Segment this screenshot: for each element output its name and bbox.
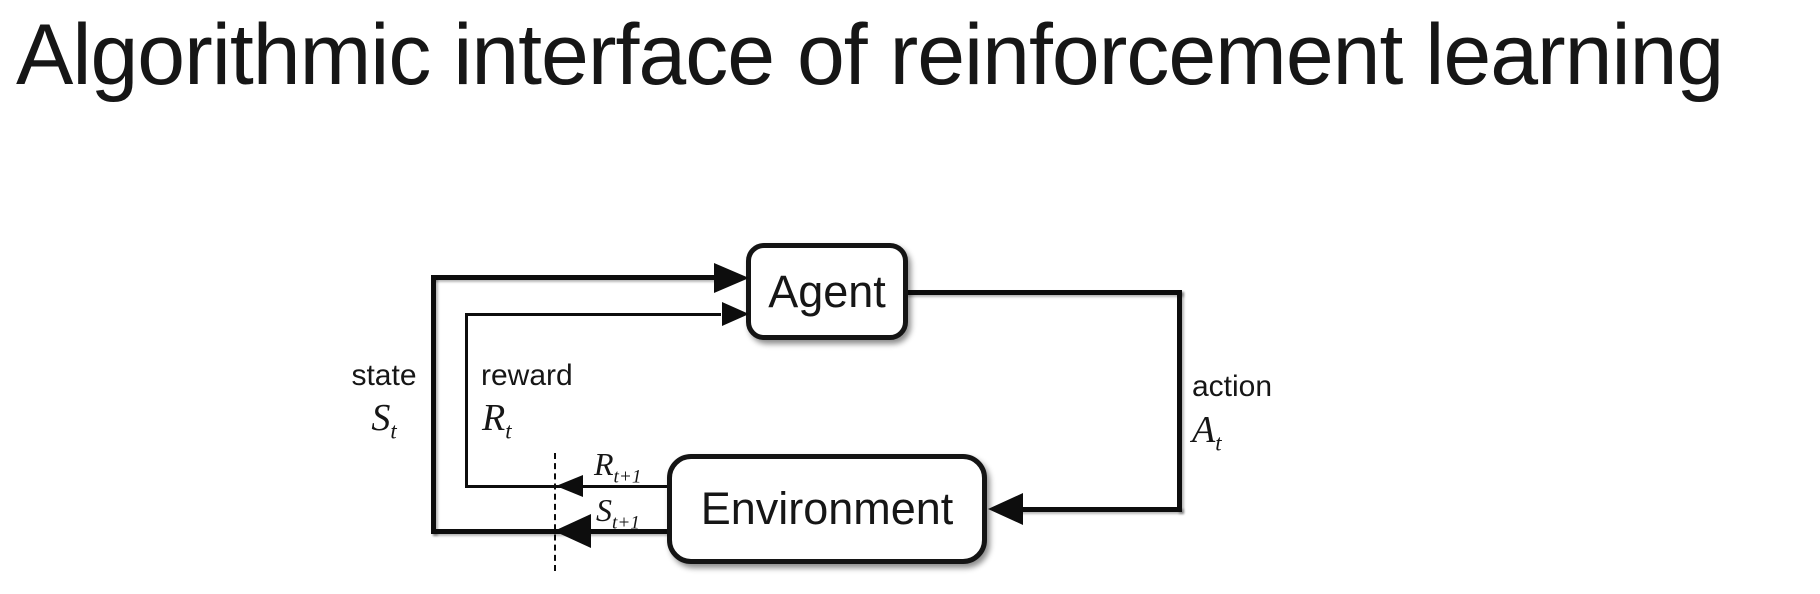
state-symbol-subscript: t: [390, 418, 397, 444]
action-label: action: [1192, 370, 1273, 403]
state-line-horizontal: [431, 275, 717, 280]
action-line-bottom: [1004, 507, 1182, 512]
action-symbol: At: [1192, 408, 1222, 454]
next-reward-symbol-letter: R: [594, 446, 614, 482]
environment-box-label: Environment: [700, 483, 954, 534]
timestep-boundary-dashed-line: [554, 453, 556, 571]
reward-symbol-subscript: t: [505, 418, 512, 444]
next-reward-symbol: Rt+1: [594, 446, 641, 486]
reward-label: reward: [481, 359, 573, 392]
action-line-top: [906, 290, 1182, 295]
action-symbol-subscript: t: [1215, 430, 1222, 456]
next-state-symbol-subscript: t+1: [612, 512, 640, 534]
page-title: Algorithmic interface of reinforcement l…: [16, 7, 1724, 103]
state-label: state: [351, 359, 417, 392]
state-symbol-letter: S: [371, 397, 391, 439]
next-reward-arrowhead-icon: [556, 475, 583, 497]
next-state-symbol-letter: S: [596, 492, 612, 528]
action-symbol-letter: A: [1192, 409, 1216, 451]
state-arrowhead-icon: [714, 263, 749, 293]
state-symbol: St: [324, 396, 444, 442]
next-state-line: [431, 529, 668, 534]
action-line-vertical: [1177, 290, 1182, 512]
reward-symbol-letter: R: [482, 397, 506, 439]
next-state-arrowhead-icon: [554, 514, 591, 548]
next-state-symbol: St+1: [596, 492, 640, 532]
agent-box: Agent: [746, 243, 908, 340]
agent-box-label: Agent: [768, 265, 886, 317]
reward-line-horizontal: [465, 313, 721, 316]
reward-line-vertical: [465, 313, 468, 488]
action-arrowhead-icon: [988, 493, 1023, 525]
next-reward-symbol-subscript: t+1: [613, 466, 642, 488]
environment-box: Environment: [667, 454, 987, 564]
state-line-vertical: [431, 275, 436, 534]
reward-symbol: Rt: [482, 396, 512, 442]
reward-arrowhead-icon: [722, 302, 749, 326]
